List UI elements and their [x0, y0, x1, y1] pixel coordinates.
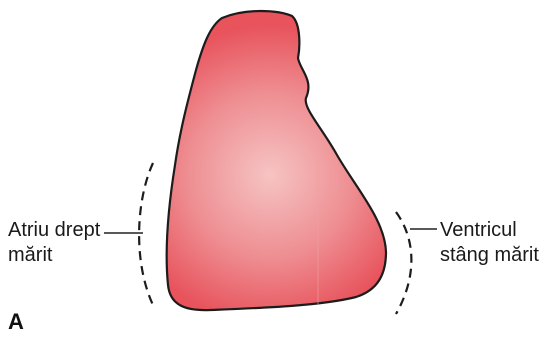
right-atrium-label: Atriu drept mărit [8, 218, 100, 268]
right-atrium-label-line-1: Atriu drept [8, 218, 100, 243]
right-atrium-label-line-2: mărit [8, 243, 100, 268]
left-ventricle-dashed-arc [396, 212, 411, 314]
enlarged-heart-shape [167, 11, 386, 310]
right-atrium-dashed-arc [139, 163, 153, 305]
left-ventricle-label: Ventricul stâng mărit [440, 218, 539, 268]
left-ventricle-label-line-2: stâng mărit [440, 243, 539, 268]
panel-letter: A [8, 309, 24, 335]
left-ventricle-label-line-1: Ventricul [440, 218, 539, 243]
